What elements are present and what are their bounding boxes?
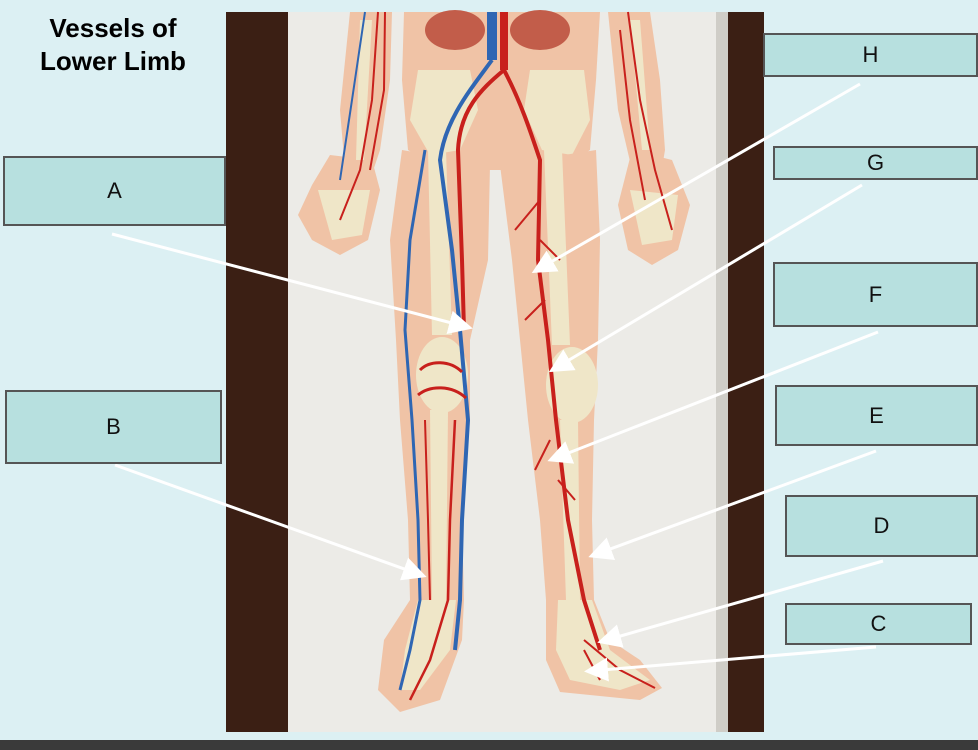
left-kidney: [510, 10, 570, 50]
label-e-text: E: [869, 402, 884, 428]
label-f-text: F: [868, 281, 883, 307]
label-b-text: B: [106, 414, 121, 439]
right-leg-artery: [408, 419, 457, 701]
label-box-g[interactable]: G: [773, 146, 978, 180]
label-box-a[interactable]: A: [3, 156, 226, 226]
right-hand-bones: [318, 190, 370, 240]
right-kidney: [425, 10, 485, 50]
label-box-h[interactable]: H: [763, 33, 978, 77]
right-iliac-artery: [455, 68, 506, 331]
label-d-text: D: [873, 513, 890, 538]
right-leg-artery-2: [424, 419, 431, 601]
label-c-text: C: [870, 611, 887, 636]
label-box-c[interactable]: C: [785, 603, 972, 645]
bottom-bar: [0, 740, 978, 750]
right-knee: [416, 337, 468, 413]
label-a-text: A: [107, 178, 122, 203]
label-g-text: G: [866, 150, 885, 175]
right-knee-arteries: [417, 361, 468, 400]
label-box-b[interactable]: B: [5, 390, 222, 464]
diagram-title: Vessels of Lower Limb: [40, 13, 186, 76]
right-tibia: [430, 410, 448, 600]
label-box-f[interactable]: F: [773, 262, 978, 327]
label-h-text: H: [862, 42, 879, 67]
board-shadow: [716, 12, 728, 732]
right-iliac-vein: [437, 58, 494, 651]
label-box-d[interactable]: D: [785, 495, 978, 557]
right-arm-vein: [339, 11, 366, 181]
label-box-e[interactable]: E: [775, 385, 978, 446]
right-arm-vessels: [339, 11, 386, 221]
right-radius: [356, 20, 372, 160]
